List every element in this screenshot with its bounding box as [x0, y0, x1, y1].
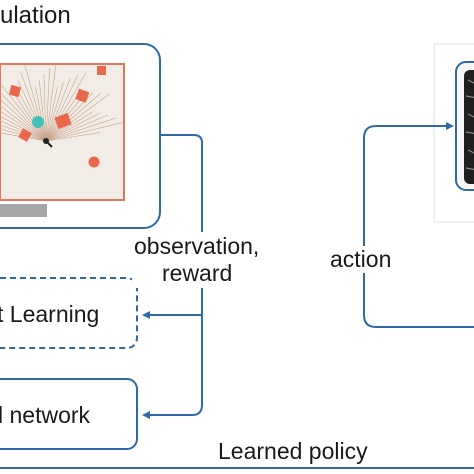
simulation-view	[0, 63, 125, 201]
sensor-ray	[20, 72, 47, 142]
observation-label-line2: reward	[162, 260, 233, 286]
sensor-ray	[0, 105, 47, 142]
sensor-ray	[45, 87, 58, 142]
sensor-ray	[45, 78, 71, 142]
robot-texture	[465, 79, 474, 170]
sensor-ray	[45, 114, 108, 142]
sensor-ray	[45, 64, 57, 142]
sensor-ray	[35, 86, 47, 142]
agent-marker	[32, 116, 44, 128]
sensor-ray	[45, 72, 87, 142]
sensor-ray	[0, 91, 47, 142]
simulation-objects	[8, 66, 106, 168]
obstacle-marker	[18, 128, 32, 142]
sensor-ray	[0, 128, 47, 142]
sensor-ray	[0, 115, 47, 142]
action-label: action	[326, 246, 396, 273]
sensor-ray	[0, 82, 47, 142]
robot-silhouette	[464, 70, 474, 184]
sensor-ray	[45, 93, 110, 142]
robot-heading	[45, 140, 53, 148]
sensor-ray	[43, 73, 47, 142]
sensor-ray	[38, 80, 47, 142]
obstacle-marker	[54, 112, 72, 130]
target-marker	[88, 156, 100, 168]
learning-box-label: t Learning	[0, 301, 100, 327]
sensor-ray	[45, 112, 101, 142]
sensor-ray	[45, 92, 102, 142]
sensor-ray	[17, 80, 47, 142]
sensor-ray	[45, 122, 123, 142]
action-flow-line	[363, 122, 474, 328]
sensor-ray	[0, 110, 47, 142]
sensor-ray	[45, 111, 93, 142]
sensor-ray	[24, 64, 47, 142]
sensor-ray	[45, 132, 101, 142]
sensor-ray	[14, 95, 47, 142]
sensor-ray	[45, 117, 116, 142]
observation-label: observation, reward	[132, 232, 270, 288]
sensor-ray	[45, 68, 50, 142]
sensor-ray	[15, 87, 47, 142]
ray-fan	[0, 64, 123, 142]
network-box-label: l network	[0, 402, 91, 428]
learned-policy-label: Learned policy	[214, 440, 372, 463]
sensor-ray	[45, 75, 79, 142]
obstacle-marker	[8, 84, 22, 98]
observation-label-line1: observation,	[134, 233, 260, 259]
sensor-ray	[0, 124, 47, 142]
simulation-status-bar	[0, 204, 47, 217]
network-box	[0, 378, 138, 450]
obstacle-marker	[75, 88, 90, 103]
sensor-ray	[0, 120, 47, 142]
simulation-title: ulation	[0, 2, 71, 29]
sensor-ray	[45, 82, 64, 142]
sensor-ray	[0, 98, 47, 142]
obstacle-marker	[97, 66, 106, 75]
